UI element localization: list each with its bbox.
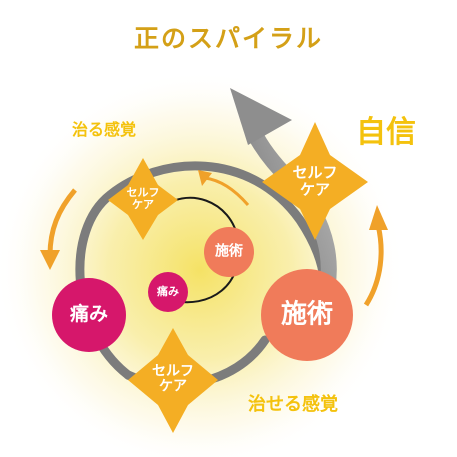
star-small-line2: ケア [132, 198, 154, 211]
pain-small-circle [148, 272, 188, 312]
treatment-small-label: 施術 [215, 243, 243, 260]
star-right [262, 122, 368, 240]
star-small-label: セルフ ケア [126, 185, 160, 211]
left-orange-arrow [47, 188, 77, 256]
star-bottom-label: セルフ ケア [152, 363, 194, 396]
star-bottom-line2: ケア [159, 379, 187, 395]
pain-large-label: 痛み [69, 303, 109, 326]
center-glow [0, 70, 405, 457]
star-bottom [128, 328, 218, 433]
right-orange-arrow [363, 224, 384, 307]
pain-small-label: 痛み [157, 285, 179, 299]
star-small-line1: セルフ [126, 185, 160, 199]
treatment-large-circle [261, 269, 353, 361]
right-orange-arrowhead [369, 205, 388, 230]
star-small [108, 158, 178, 240]
cure-feeling-label: 治る感覚 [72, 120, 137, 139]
small-orange-arrowhead [198, 170, 212, 186]
left-orange-arrowhead [40, 250, 60, 270]
heal-feeling-label: 治せる感覚 [248, 394, 338, 415]
star-right-line2: ケア [299, 180, 331, 198]
page-title: 正のスパイラル [133, 24, 323, 53]
spiral-arrowhead [230, 88, 292, 145]
small-orange-arrow [204, 176, 250, 206]
star-bottom-line1: セルフ [152, 363, 194, 380]
star-right-label: セルフ ケア [292, 163, 338, 198]
confidence-label: 自信 [356, 115, 416, 150]
star-right-line1: セルフ [292, 163, 338, 182]
pain-large-circle [52, 278, 126, 352]
treatment-large-label: 施術 [280, 299, 334, 330]
treatment-small-circle [204, 227, 254, 277]
